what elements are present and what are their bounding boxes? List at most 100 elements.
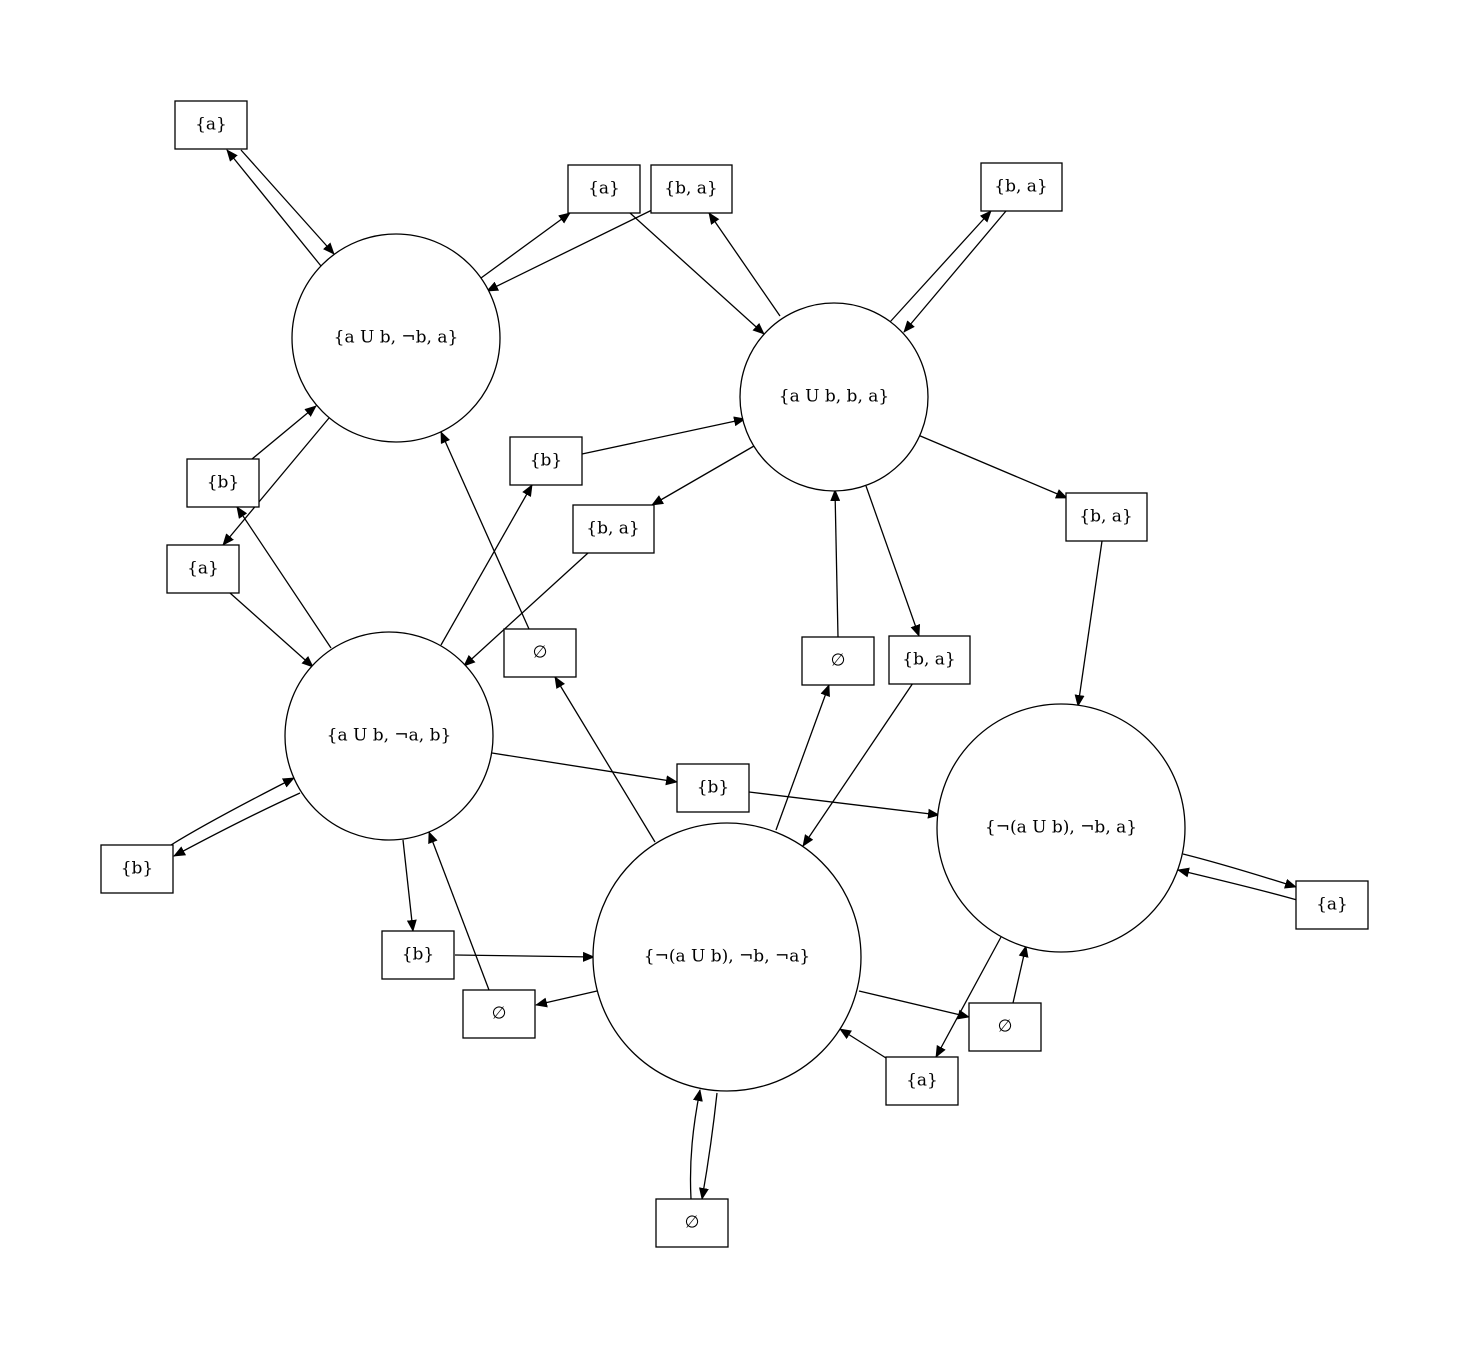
edge-t2-to-s2 [629, 212, 765, 335]
edge-t5-to-s1 [251, 405, 317, 460]
edge-t10-to-s1 [440, 431, 530, 630]
transition-box [655, 1198, 729, 1248]
transition-label: {a} [1316, 895, 1348, 915]
state-label: {a U b, b, a} [779, 387, 889, 407]
state-circle [291, 233, 501, 443]
transition-label: {b, a} [902, 650, 955, 670]
state-node: {¬(a U b), ¬b, a} [936, 703, 1186, 953]
edge-s3-to-t13 [491, 752, 678, 786]
edge-s2-to-t4 [889, 210, 992, 323]
edges [170, 149, 1298, 1200]
edge-s2-to-t9 [917, 434, 1068, 499]
transition-node: ∅ [503, 628, 577, 678]
transition-label: {a} [195, 115, 227, 135]
state-node: {a U b, ¬a, b} [284, 631, 494, 841]
edge-t8-to-s3 [463, 552, 589, 667]
edge-s1-to-t6 [222, 417, 330, 546]
edge-t17-to-s4 [1177, 867, 1298, 901]
transition-node: {b} [381, 930, 455, 980]
transition-label: {b} [697, 778, 730, 798]
edge-t20-to-s5 [689, 1089, 703, 1200]
edge-t12-to-s5 [802, 682, 914, 847]
transition-node: {b} [186, 458, 260, 508]
transition-box [186, 458, 260, 508]
edge-s1-to-t2 [480, 212, 571, 279]
transition-node: {b, a} [572, 504, 655, 554]
state-label: {¬(a U b), ¬b, ¬a} [644, 947, 810, 967]
edge-s3-to-t14 [173, 792, 301, 857]
transition-box [1295, 880, 1369, 930]
transition-label: {b} [530, 451, 563, 471]
edge-s1-to-t1 [226, 149, 322, 267]
transition-node: {b} [100, 844, 174, 894]
edge-t6-to-s3 [229, 592, 314, 668]
transition-label: ∅ [492, 1004, 507, 1024]
state-label: {a U b, ¬a, b} [327, 726, 452, 746]
transition-label: {b, a} [586, 519, 639, 539]
edge-t3-to-s1 [486, 209, 653, 292]
transition-node: {b, a} [888, 635, 971, 685]
transition-node: {a} [174, 100, 248, 150]
edge-t7-to-s2 [581, 416, 746, 455]
transition-label: {a} [906, 1071, 938, 1091]
transition-node: ∅ [968, 1002, 1042, 1052]
state-circle [592, 822, 862, 1092]
transition-box [567, 164, 641, 214]
transition-box [572, 504, 655, 554]
transition-node: {a} [567, 164, 641, 214]
edge-s5-to-t18 [858, 990, 970, 1020]
transition-label: {b, a} [994, 177, 1047, 197]
edge-s4-to-t17 [1182, 853, 1297, 889]
transition-node: {a} [1295, 880, 1369, 930]
state-circle [284, 631, 494, 841]
edge-t1-to-s1 [240, 149, 335, 255]
transition-box [885, 1056, 959, 1106]
edge-s5-to-t10 [554, 676, 656, 843]
transition-label: ∅ [533, 643, 548, 663]
transition-node: ∅ [655, 1198, 729, 1248]
edge-s3-to-t7 [440, 484, 533, 646]
state-circle [739, 302, 929, 492]
edge-t15-to-s5 [454, 951, 595, 962]
transition-label: ∅ [998, 1017, 1013, 1037]
edge-s5-to-t16 [535, 990, 598, 1008]
edge-s5-to-t11 [775, 684, 830, 831]
edge-s3-to-t15 [402, 839, 417, 932]
transition-box [503, 628, 577, 678]
edge-s2-to-t8 [651, 445, 755, 506]
transition-label: {a} [588, 179, 620, 199]
transition-box [968, 1002, 1042, 1052]
transition-box [1065, 492, 1148, 542]
transition-node: {a} [166, 544, 240, 594]
transition-box [462, 989, 536, 1039]
transition-box [174, 100, 248, 150]
transition-nodes: {a} {a} {b, a} {b, a} {b} {a} {b} {b, a [100, 100, 1369, 1248]
transition-box [166, 544, 240, 594]
transition-label: ∅ [831, 651, 846, 671]
state-circle [936, 703, 1186, 953]
state-node: {a U b, ¬b, a} [291, 233, 501, 443]
transition-node: ∅ [462, 989, 536, 1039]
transition-label: {b} [121, 859, 154, 879]
edge-t13-to-s4 [748, 791, 940, 819]
transition-box [381, 930, 455, 980]
transition-box [676, 763, 750, 813]
transition-box [980, 162, 1063, 212]
state-label: {¬(a U b), ¬b, a} [985, 818, 1137, 838]
transition-node: ∅ [801, 636, 875, 686]
edge-s4-to-t19 [935, 936, 1002, 1058]
state-node: {¬(a U b), ¬b, ¬a} [592, 822, 862, 1092]
state-nodes: {a U b, ¬b, a} {a U b, b, a} {a U b, ¬a,… [284, 233, 1186, 1092]
edge-s2-to-t3 [708, 212, 781, 317]
transition-node: {b, a} [980, 162, 1063, 212]
transition-node: {b} [509, 436, 583, 486]
transition-label: {b, a} [1079, 507, 1132, 527]
transition-box [888, 635, 971, 685]
transition-label: ∅ [685, 1213, 700, 1233]
edge-t19-to-s5 [839, 1028, 887, 1059]
transition-node: {b, a} [1065, 492, 1148, 542]
edge-t9-to-s4 [1074, 540, 1103, 707]
transition-node: {a} [885, 1056, 959, 1106]
state-node: {a U b, b, a} [739, 302, 929, 492]
